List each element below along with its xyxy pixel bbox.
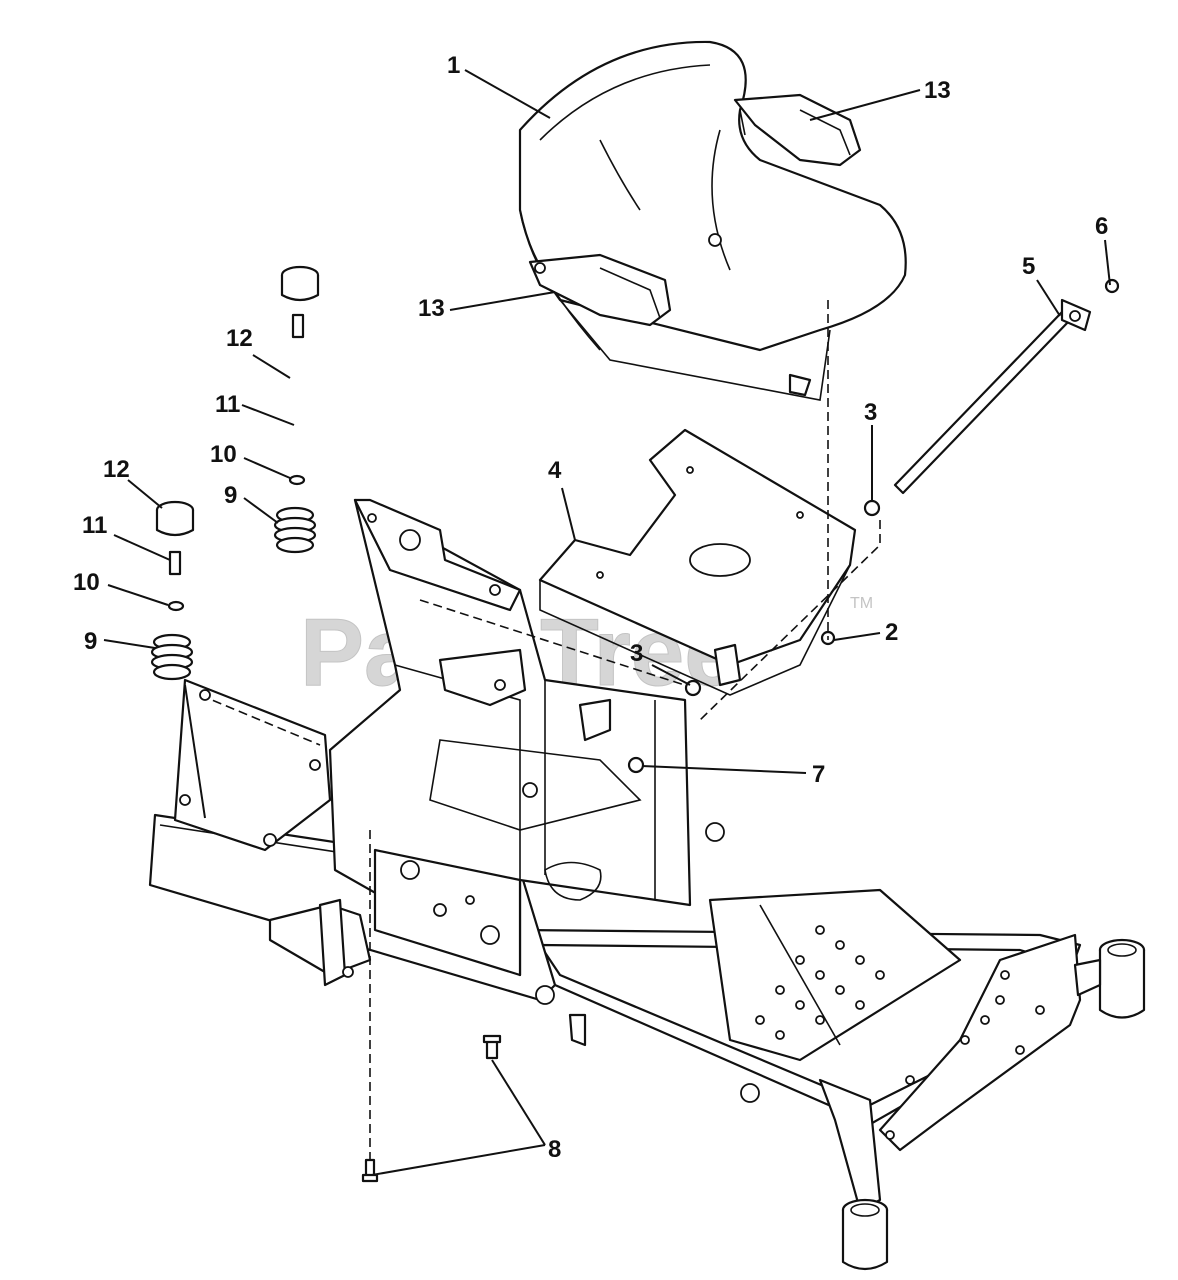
callout-armrest-right: 13 bbox=[924, 77, 951, 104]
callout-bumper-upper: 12 bbox=[226, 325, 253, 352]
callout-armrest-left: 13 bbox=[418, 295, 445, 322]
callout-frame-nut: 7 bbox=[812, 761, 825, 788]
front-caster-tube-right bbox=[1073, 938, 1146, 1019]
callout-seat-bracket: 4 bbox=[548, 457, 562, 484]
callouts: 1 13 13 6 5 12 11 10 9 12 11 10 9 4 3 3 … bbox=[73, 52, 1108, 1163]
callout-seat: 1 bbox=[447, 52, 460, 79]
callout-nut-lower: 3 bbox=[630, 640, 643, 667]
leader-lines bbox=[103, 69, 1111, 1176]
left-pedestal-plate bbox=[173, 678, 332, 852]
spacer-lower bbox=[168, 550, 182, 576]
callout-rod-nut: 6 bbox=[1095, 213, 1108, 240]
nut-rod-end bbox=[1104, 278, 1120, 294]
seat bbox=[518, 40, 907, 401]
seat-support-frame bbox=[328, 498, 701, 977]
callout-spring-lower: 9 bbox=[84, 628, 97, 655]
callout-spacer-lower: 11 bbox=[82, 512, 107, 539]
callout-seat-rod: 5 bbox=[1022, 253, 1035, 280]
callout-seat-nut: 2 bbox=[885, 619, 898, 646]
callout-bolts: 8 bbox=[548, 1136, 561, 1163]
alignment-lines bbox=[369, 300, 881, 1165]
washer-lower bbox=[167, 600, 185, 612]
seat-bracket bbox=[538, 428, 857, 696]
floor-pan-holes bbox=[755, 925, 885, 1040]
seat-rod bbox=[893, 298, 1092, 495]
spring-upper bbox=[273, 506, 317, 554]
callout-spacer-upper: 11 bbox=[215, 391, 240, 418]
front-plate-holes bbox=[885, 970, 1045, 1140]
callout-spring-upper: 9 bbox=[224, 482, 237, 509]
armrest-right bbox=[733, 93, 862, 167]
washer-upper bbox=[288, 474, 306, 486]
front-caster-tube-left bbox=[841, 1198, 889, 1271]
callout-washer-lower: 10 bbox=[73, 569, 100, 596]
armrest-left bbox=[528, 253, 672, 327]
bolt-frame bbox=[482, 1034, 502, 1060]
bumper-lower bbox=[155, 500, 195, 537]
watermark-trademark: TM bbox=[850, 595, 873, 612]
nut-seat-rod bbox=[863, 499, 881, 517]
callout-washer-upper: 10 bbox=[210, 441, 237, 468]
bumper-upper bbox=[280, 265, 320, 302]
spacer-upper bbox=[291, 313, 305, 339]
bolt-seat bbox=[361, 1158, 379, 1183]
callout-nut-upper: 3 bbox=[864, 399, 877, 426]
nut-frame bbox=[627, 756, 645, 774]
callout-bumper-lower: 12 bbox=[103, 456, 130, 483]
spring-lower bbox=[150, 633, 194, 681]
